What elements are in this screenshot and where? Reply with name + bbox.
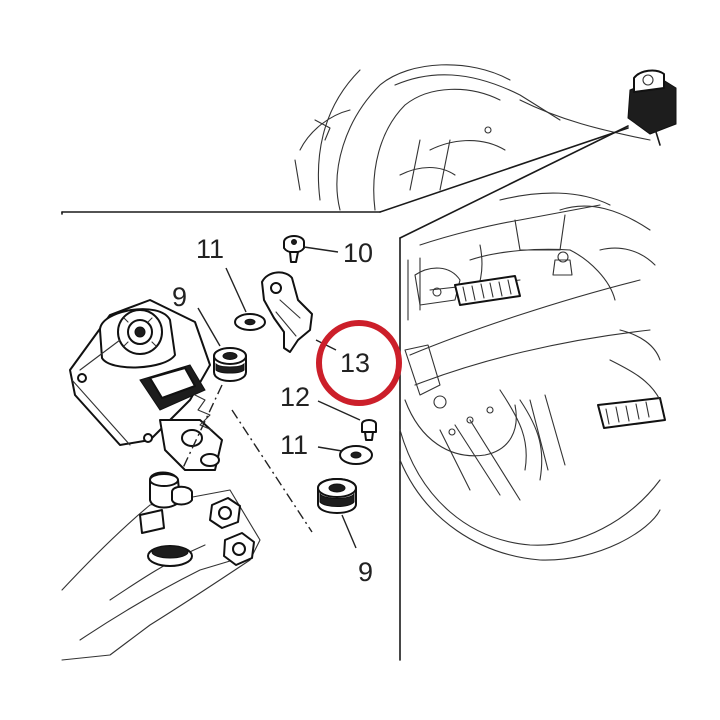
inset-frame xyxy=(61,127,629,661)
washer-11-lower xyxy=(339,445,373,465)
callout-13: 13 xyxy=(340,348,370,378)
grommet-9-lower xyxy=(317,478,357,514)
bolt-10 xyxy=(283,235,305,263)
callout-9-upper: 9 xyxy=(172,282,187,312)
washer-11-upper xyxy=(234,313,266,331)
rear-wheel-assembly xyxy=(399,204,666,561)
grommet-9-upper xyxy=(213,347,247,382)
bolt-12 xyxy=(361,419,377,441)
callout-11-lower: 11 xyxy=(280,430,308,460)
highlight-ring xyxy=(316,320,402,406)
callout-9-lower: 9 xyxy=(358,557,373,587)
background-motorcycle-outline xyxy=(294,64,677,239)
abs-module xyxy=(61,299,261,661)
callout-11-upper: 11 xyxy=(196,234,224,264)
bracket-13 xyxy=(261,271,313,353)
callout-10: 10 xyxy=(343,238,373,268)
leader-lines xyxy=(197,246,361,549)
callout-12: 12 xyxy=(280,382,310,412)
assembly-centerlines xyxy=(181,384,313,533)
